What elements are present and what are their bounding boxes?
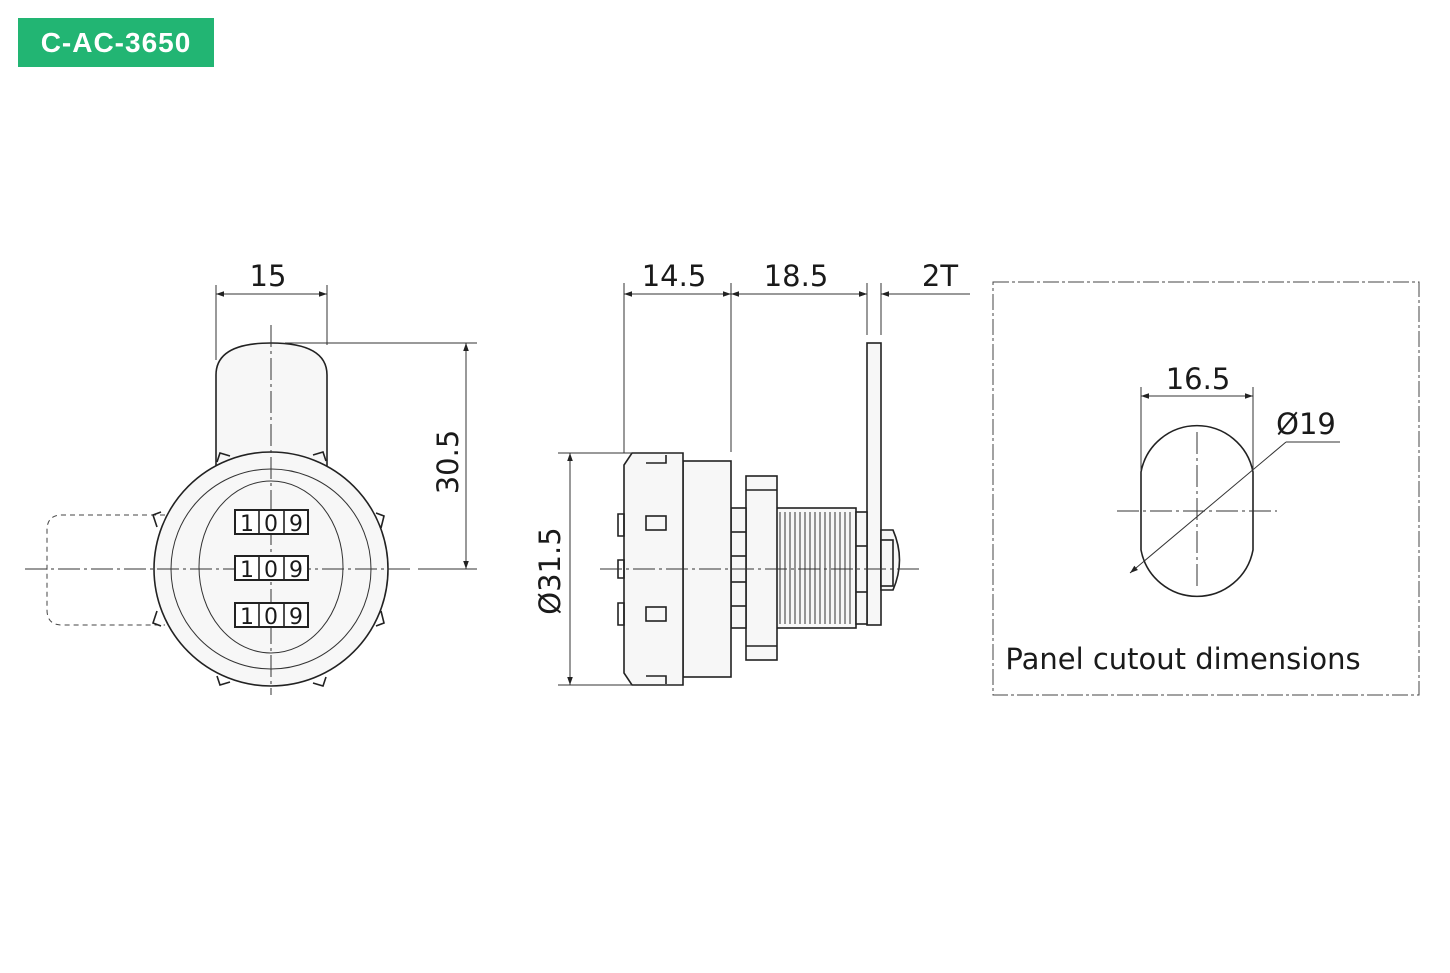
dimension-side-diameter: Ø31.5 — [533, 452, 632, 686]
dial-digit: 9 — [289, 605, 303, 630]
dial-digit: 1 — [240, 605, 254, 630]
dial-side-tabs — [617, 455, 667, 684]
dim-height-label: 30.5 — [431, 430, 465, 495]
dial-row-2[interactable]: 1 0 9 — [234, 555, 309, 583]
dial-digit: 9 — [289, 512, 303, 537]
front-view: 1 0 9 1 0 9 1 0 9 — [25, 259, 477, 695]
dial-digit: 0 — [264, 512, 278, 537]
dim-flat-width-label: 16.5 — [1166, 362, 1231, 396]
knurl-tabs — [151, 451, 385, 687]
cam-plate — [866, 342, 882, 626]
panel-cutout-view: 16.5 Ø19 Panel cutout dimensions — [992, 281, 1420, 696]
cam-swing-outline — [46, 514, 165, 626]
dim-diameter-label: Ø31.5 — [533, 527, 567, 614]
dim-body-length-label: 18.5 — [764, 259, 829, 293]
thread-lines — [779, 512, 851, 624]
dial-digit: 1 — [240, 558, 254, 583]
dial-row-3[interactable]: 1 0 9 — [234, 602, 309, 630]
dial-digit: 0 — [264, 605, 278, 630]
neck — [730, 507, 747, 629]
dial-digit: 0 — [264, 558, 278, 583]
threaded-body — [775, 507, 857, 629]
dimension-height: 30.5 — [285, 342, 477, 570]
dimension-width: 15 — [215, 259, 328, 360]
hex-nut — [745, 475, 778, 661]
dimension-cutout-flat: 16.5 — [1140, 362, 1254, 470]
dim-width-label: 15 — [250, 259, 287, 293]
cutout-caption: Panel cutout dimensions — [1005, 642, 1360, 676]
dim-dial-length-label: 14.5 — [642, 259, 707, 293]
model-code-badge: C-AC-3650 — [18, 18, 214, 67]
cutout-shape — [1140, 424, 1254, 598]
dim-cutout-diameter-label: Ø19 — [1276, 407, 1336, 441]
dial-window — [198, 480, 344, 654]
dial-digit: 9 — [289, 558, 303, 583]
body-collar — [855, 511, 868, 625]
side-view: 14.5 18.5 2T Ø31.5 — [533, 259, 970, 686]
cutout-diameter-leader — [1129, 441, 1287, 574]
dial-digit: 1 — [240, 512, 254, 537]
dial-row-1[interactable]: 1 0 9 — [234, 509, 309, 537]
dim-cam-thickness-label: 2T — [922, 259, 958, 293]
dimension-side-lengths: 14.5 18.5 2T — [623, 259, 970, 453]
cutout-frame — [992, 281, 1420, 696]
